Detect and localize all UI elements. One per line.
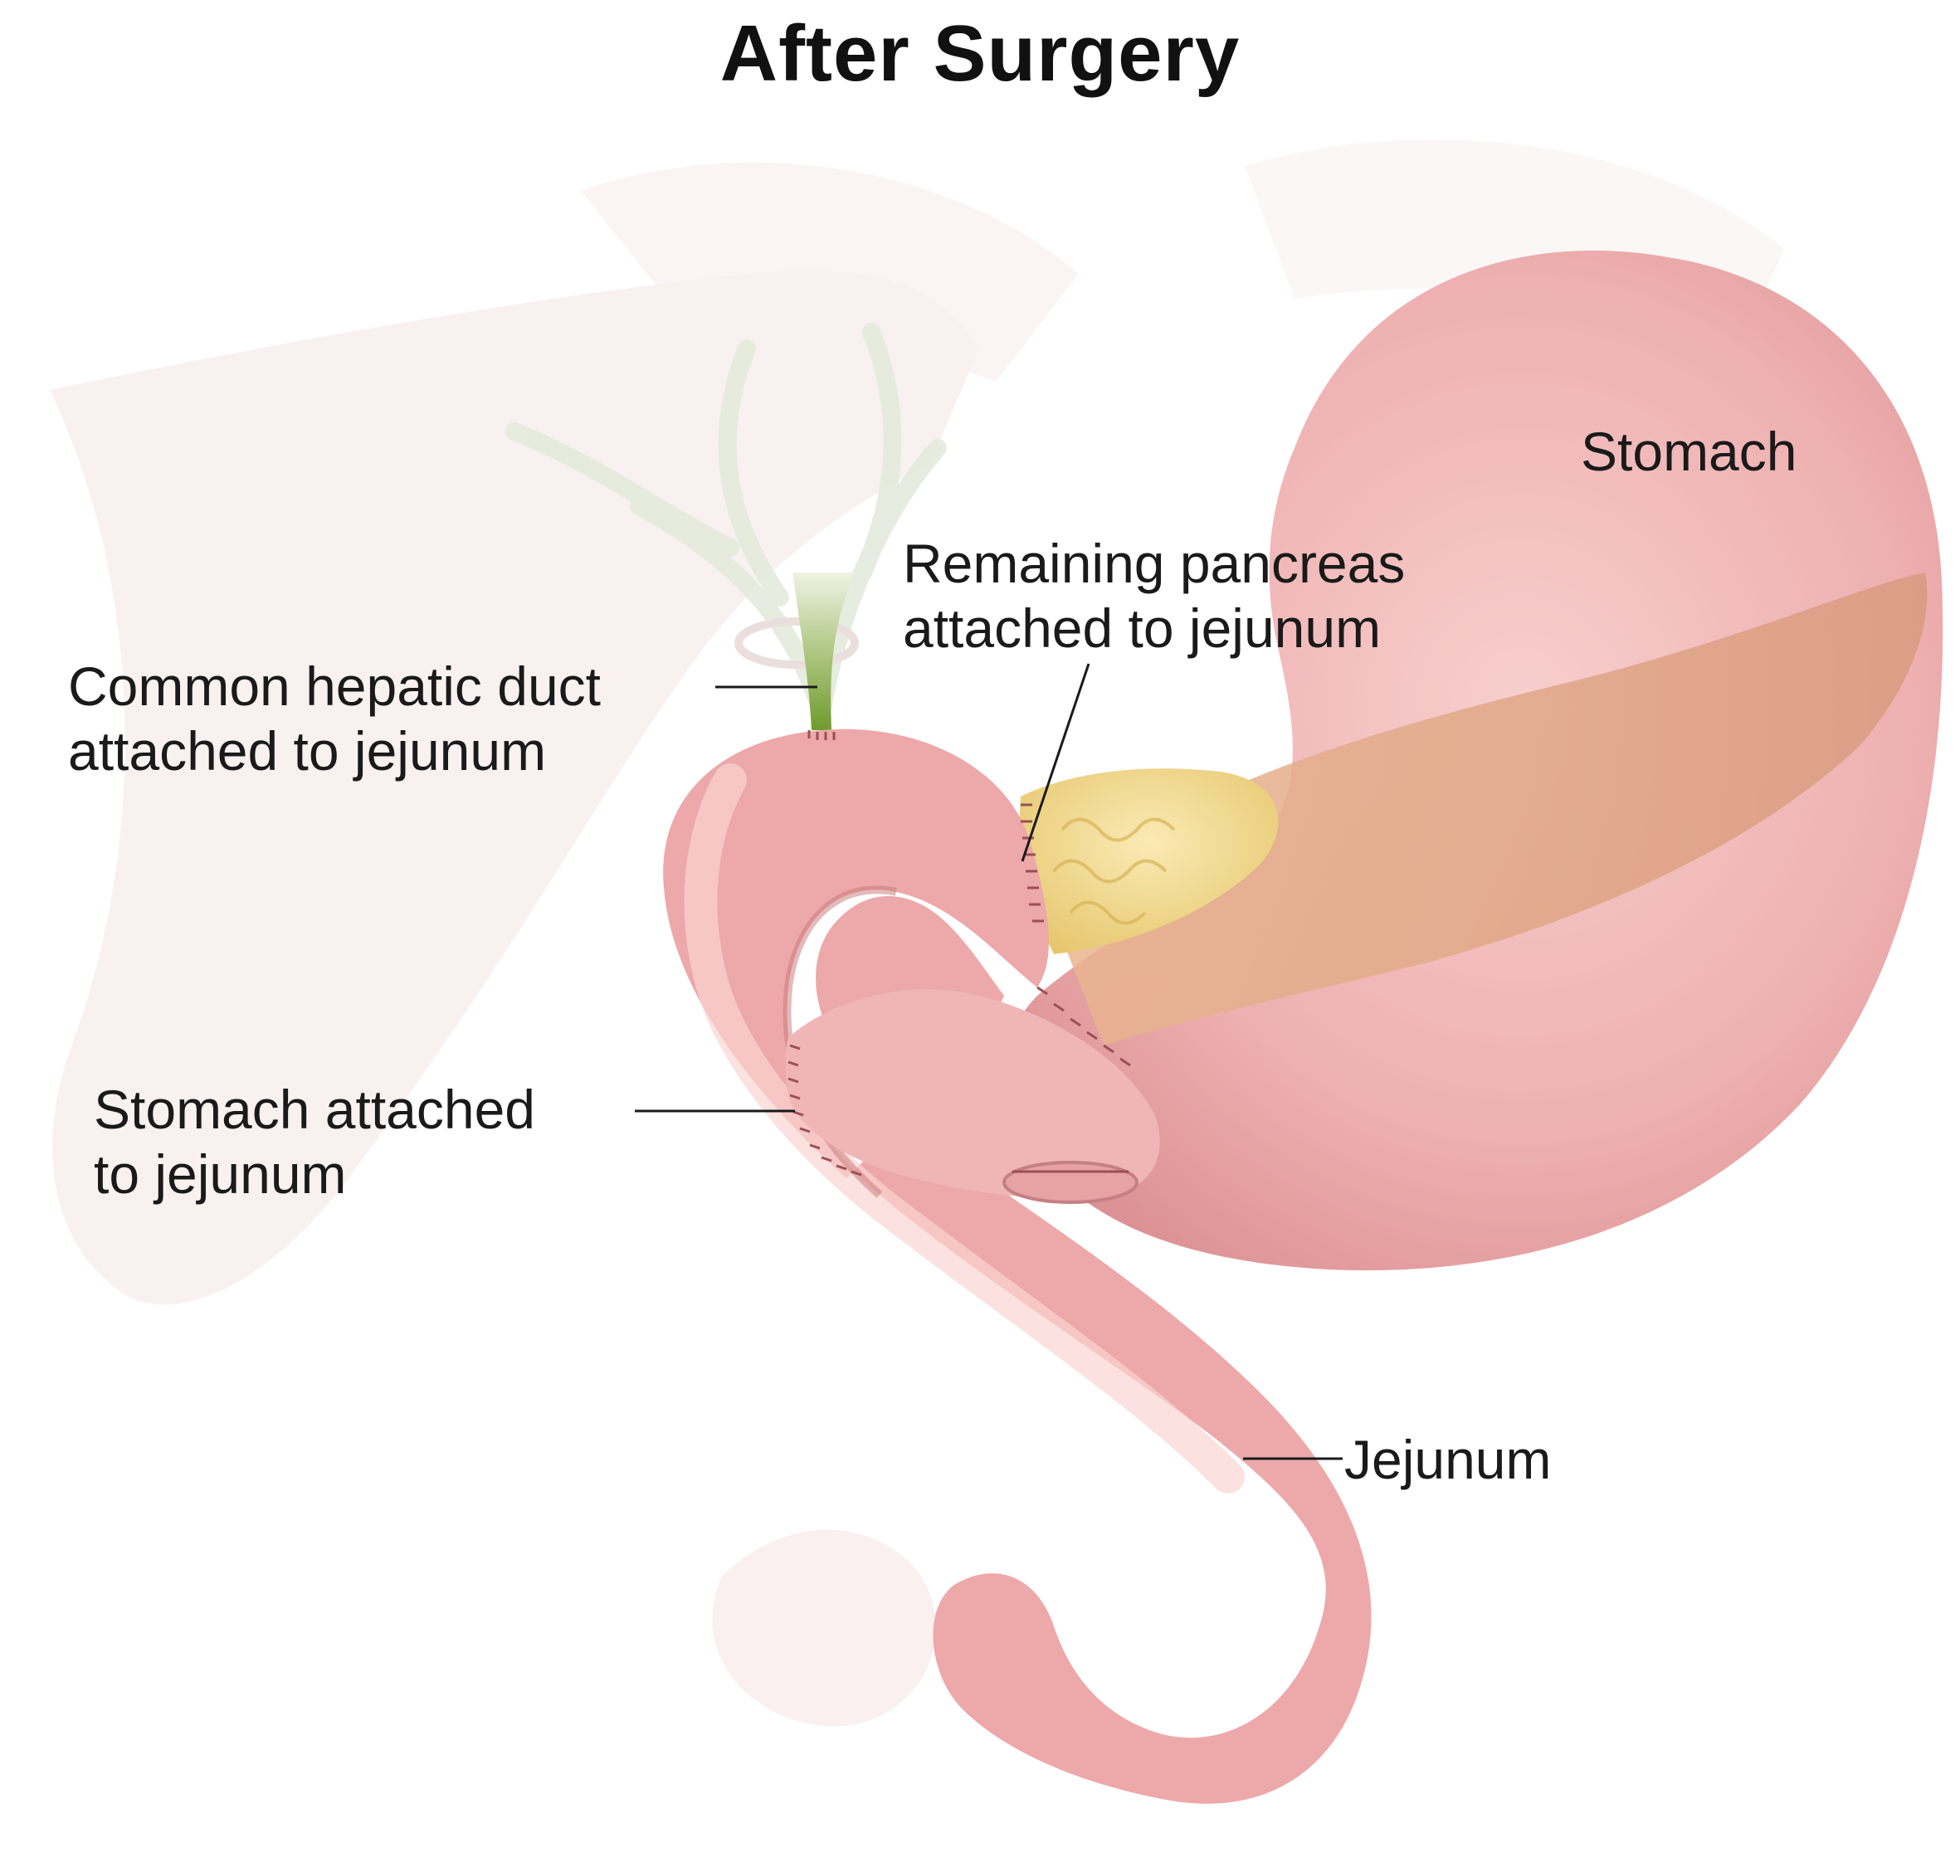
label-remaining-pancreas-line2: attached to jejunum [903, 596, 1405, 660]
stomach-stump-end [1004, 1162, 1137, 1202]
label-jejunum: Jejunum [1344, 1427, 1551, 1492]
label-stomach-attached-line1: Stomach attached [94, 1077, 535, 1142]
label-common-hepatic-duct-line1: Common hepatic duct [68, 654, 601, 719]
page-title: After Surgery [0, 8, 1960, 100]
label-common-hepatic-duct-line2: attached to jejunum [68, 719, 601, 783]
label-common-hepatic-duct: Common hepatic duct attached to jejunum [68, 654, 601, 783]
label-stomach-attached-line2: to jejunum [94, 1142, 535, 1206]
label-remaining-pancreas-line1: Remaining pancreas [903, 531, 1405, 596]
intestine-ghost [712, 1530, 935, 1727]
label-remaining-pancreas: Remaining pancreas attached to jejunum [903, 531, 1405, 660]
label-stomach: Stomach [1581, 419, 1797, 484]
label-stomach-attached: Stomach attached to jejunum [94, 1077, 535, 1206]
label-stomach-text: Stomach [1581, 419, 1797, 484]
label-jejunum-text: Jejunum [1344, 1427, 1551, 1492]
